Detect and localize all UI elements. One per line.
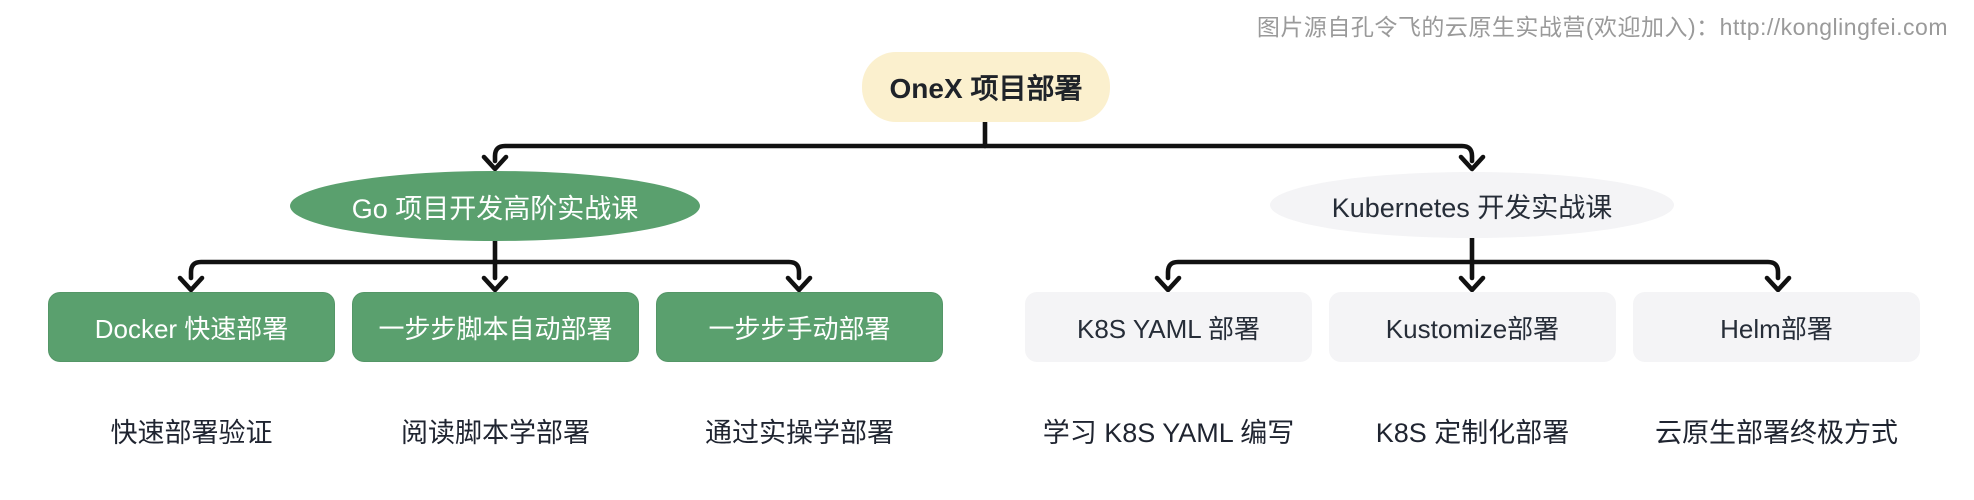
branch-label: Go 项目开发高阶实战课 [351,193,639,224]
arrowhead-down-icon [481,154,509,172]
node-box-docker-deploy: Docker 快速部署 [48,292,335,362]
node-caption: 云原生部署终极方式 [1655,417,1898,448]
node-box-kustomize-deploy: Kustomize部署 [1329,292,1616,362]
level1-rail-line [492,143,1475,164]
watermark-text: 图片源自孔令飞的云原生实战营(欢迎加入)：http://konglingfei.… [1256,14,1948,40]
node-box-label: Helm部署 [1720,313,1833,344]
level2-left-connector [177,237,813,293]
branch-label: Kubernetes 开发实战课 [1331,192,1613,223]
node-box-label: 一步步手动部署 [708,313,891,344]
root-node-label: OneX 项目部署 [889,73,1083,104]
arrowhead-down-icon [1458,154,1486,172]
arrowhead-down-icon [1154,275,1182,293]
node-box-label: 一步步脚本自动部署 [378,313,613,344]
node-caption: K8S 定制化部署 [1375,417,1570,448]
node-box-label: K8S YAML 部署 [1076,313,1261,344]
node-box-label: Docker 快速部署 [94,313,289,344]
arrowhead-down-icon [1764,275,1792,293]
node-box-helm-deploy: Helm部署 [1633,292,1920,362]
node-box-k8s-yaml-deploy: K8S YAML 部署 [1025,292,1312,362]
root-node-onex: OneX 项目部署 [862,52,1110,122]
node-box-script-auto-deploy: 一步步脚本自动部署 [352,292,639,362]
node-caption: 通过实操学部署 [705,417,894,448]
node-caption: 快速部署验证 [110,417,273,448]
node-caption: 学习 K8S YAML 编写 [1042,417,1295,448]
right-rail-line [1165,259,1781,281]
level1-connector [481,119,1486,172]
node-caption: 阅读脚本学部署 [401,417,590,448]
arrowhead-down-icon [481,275,509,293]
node-box-manual-deploy: 一步步手动部署 [656,292,943,362]
arrowhead-down-icon [177,275,205,293]
branch-ellipse-go: Go 项目开发高阶实战课 [290,171,700,241]
branch-ellipse-kubernetes: Kubernetes 开发实战课 [1270,172,1674,238]
node-box-label: Kustomize部署 [1385,313,1560,344]
arrowhead-down-icon [1458,275,1486,293]
left-rail-line [188,259,802,281]
level2-right-connector [1154,235,1792,293]
arrowhead-down-icon [785,275,813,293]
